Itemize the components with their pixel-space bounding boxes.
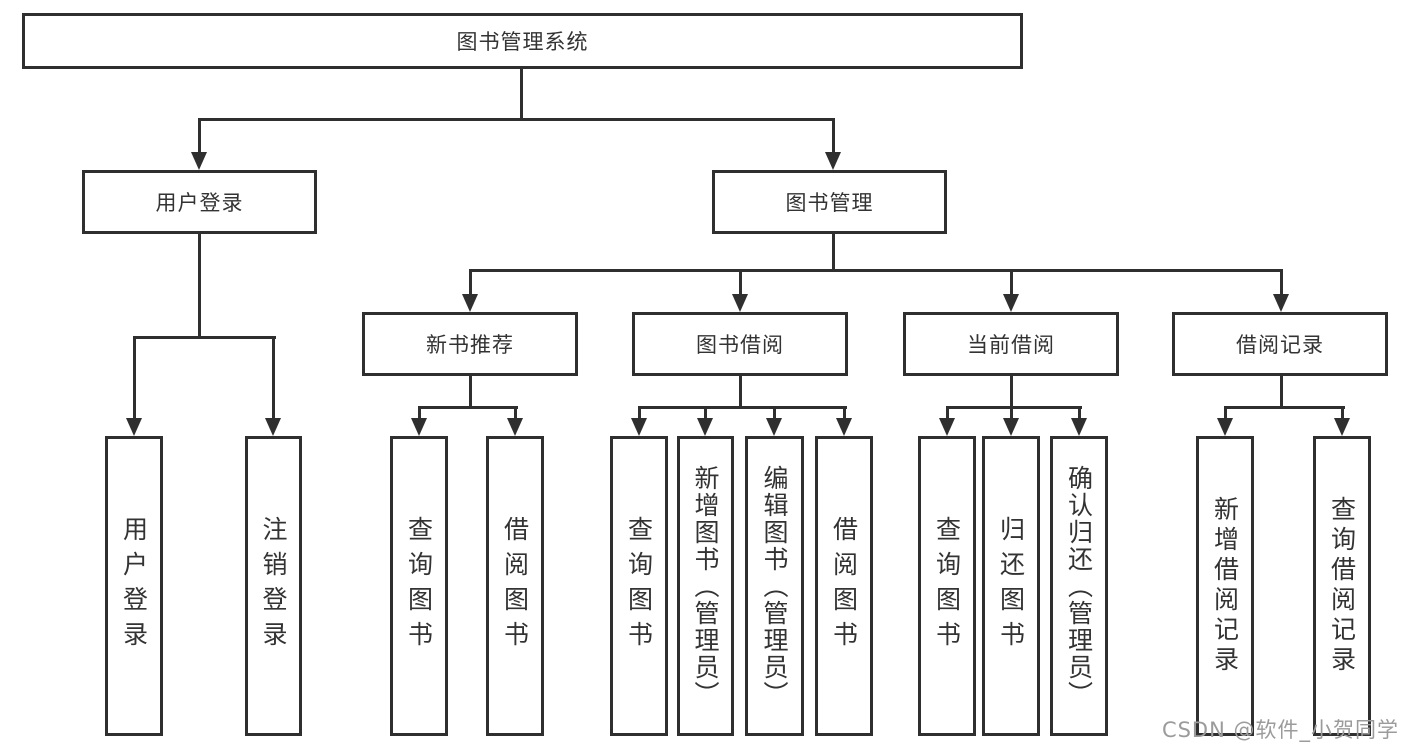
connector-line — [638, 406, 847, 409]
leaf-logout: 注销登录 — [245, 436, 302, 736]
connector-line — [1341, 406, 1344, 422]
leaf-user-login: 用户登录 — [105, 436, 163, 736]
leaf-confirm-return-admin: 确认归还（管理员） — [1050, 436, 1108, 736]
leaf-recommend-borrow-book: 借阅图书 — [486, 436, 544, 736]
connector-line — [832, 118, 835, 154]
leaf-add-borrow-record: 新增借阅记录 — [1196, 436, 1254, 736]
connector-line — [946, 406, 1082, 409]
connector-line — [198, 118, 201, 154]
arrow-down-icon — [939, 418, 955, 436]
connector-line — [739, 269, 742, 297]
leaf-edit-book-admin: 编辑图书（管理员） — [745, 436, 804, 736]
arrow-down-icon — [1217, 418, 1233, 436]
leaf-borrow-query-book: 查询图书 — [610, 436, 668, 736]
node-borrow-record: 借阅记录 — [1172, 312, 1388, 376]
leaf-recommend-query-book: 查询图书 — [390, 436, 448, 736]
arrow-down-icon — [1334, 418, 1350, 436]
arrow-down-icon — [732, 294, 748, 312]
node-current-borrow: 当前借阅 — [903, 312, 1119, 376]
connector-line — [514, 406, 517, 422]
connector-line — [773, 406, 776, 422]
connector-line — [1010, 269, 1013, 297]
arrow-down-icon — [836, 418, 852, 436]
arrow-down-icon — [191, 152, 207, 170]
arrow-down-icon — [1071, 418, 1087, 436]
arrow-down-icon — [825, 152, 841, 170]
connector-line — [1010, 376, 1013, 409]
csdn-watermark: CSDN @软件_小贺同学 — [1161, 718, 1399, 742]
connector-line — [198, 118, 835, 121]
leaf-borrow-book: 借阅图书 — [815, 436, 873, 736]
arrow-down-icon — [1273, 294, 1289, 312]
connector-line — [832, 234, 835, 272]
arrow-down-icon — [411, 418, 427, 436]
leaf-query-borrow-record: 查询借阅记录 — [1313, 436, 1371, 736]
node-user-login: 用户登录 — [82, 170, 317, 234]
arrow-down-icon — [462, 294, 478, 312]
connector-line — [418, 406, 421, 422]
arrow-down-icon — [1003, 418, 1019, 436]
node-book-management: 图书管理 — [712, 170, 947, 234]
arrow-down-icon — [1003, 294, 1019, 312]
leaf-current-query-book: 查询图书 — [918, 436, 976, 736]
connector-line — [1010, 406, 1013, 422]
connector-line — [638, 406, 641, 422]
connector-line — [133, 336, 276, 339]
connector-line — [418, 406, 518, 409]
connector-line — [1280, 269, 1283, 297]
connector-line — [198, 234, 201, 338]
connector-line — [946, 406, 949, 422]
connector-line — [469, 269, 1283, 272]
connector-line — [843, 406, 846, 422]
node-library-system: 图书管理系统 — [22, 13, 1023, 69]
node-new-book-recommend: 新书推荐 — [362, 312, 578, 376]
connector-line — [520, 68, 523, 120]
connector-line — [469, 269, 472, 297]
arrow-down-icon — [265, 418, 281, 436]
connector-line — [272, 336, 275, 421]
connector-line — [704, 406, 707, 422]
arrow-down-icon — [631, 418, 647, 436]
connector-line — [1078, 406, 1081, 422]
connector-line — [1224, 406, 1345, 409]
connector-line — [469, 376, 472, 409]
connector-line — [133, 336, 136, 421]
connector-line — [1224, 406, 1227, 422]
connector-line — [739, 376, 742, 409]
arrow-down-icon — [126, 418, 142, 436]
arrow-down-icon — [507, 418, 523, 436]
leaf-return-book: 归还图书 — [982, 436, 1040, 736]
arrow-down-icon — [697, 418, 713, 436]
connector-line — [1280, 376, 1283, 409]
node-book-borrow: 图书借阅 — [632, 312, 848, 376]
leaf-add-book-admin: 新增图书（管理员） — [677, 436, 734, 736]
arrow-down-icon — [766, 418, 782, 436]
